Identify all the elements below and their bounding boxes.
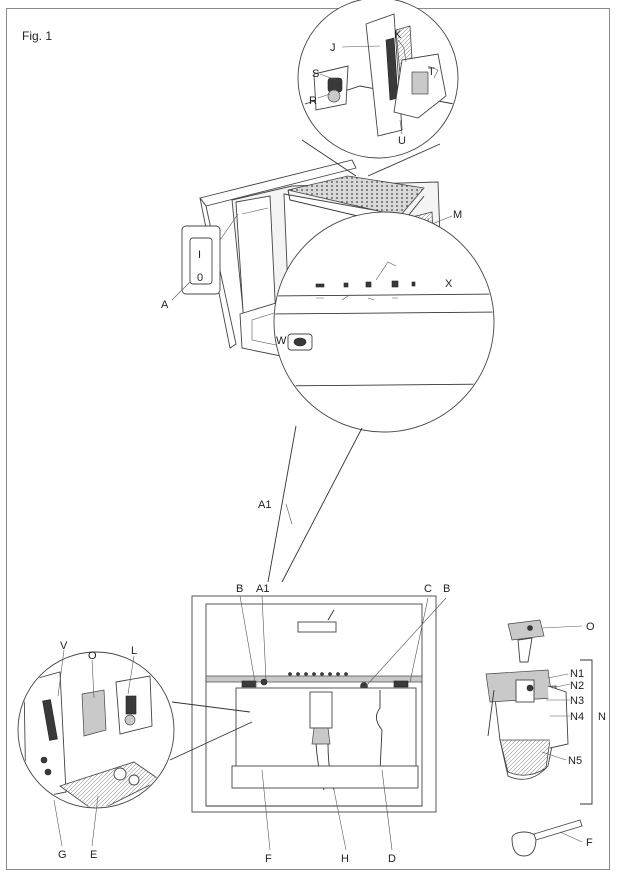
label-H: H — [341, 853, 349, 865]
display — [297, 621, 337, 633]
label-B-left: B — [236, 583, 243, 595]
detail-magnifier-top — [297, 0, 459, 177]
label-N4: N4 — [570, 711, 584, 723]
power-on-symbol: I — [198, 249, 201, 261]
bottom-leader-lines — [53, 503, 583, 851]
power-switch-callout: I 0 — [181, 213, 239, 295]
drip-tray-front — [231, 765, 419, 789]
label-A1-front: A1 — [256, 583, 269, 595]
label-W: W — [276, 335, 287, 347]
label-J: J — [330, 42, 336, 54]
label-L: L — [131, 645, 137, 657]
part-labels: J K S T R U M X A W A1 B A1 C B V O L G … — [58, 29, 606, 865]
control-button-icons — [315, 280, 416, 301]
control-panel-magnifier — [267, 211, 495, 583]
label-N: N — [598, 711, 606, 723]
control-panel-circle — [273, 211, 495, 433]
label-U: U — [398, 135, 406, 147]
inside-view-magnifier — [17, 651, 253, 809]
hot-water-outlet-D — [376, 690, 383, 771]
power-button-A1 — [287, 333, 313, 351]
figure-frame — [6, 8, 610, 870]
label-T: T — [428, 66, 435, 78]
label-V: V — [60, 640, 68, 652]
milk-container-N — [485, 669, 569, 780]
label-F-scoop: F — [586, 837, 593, 849]
label-O-part: O — [586, 621, 595, 633]
power-off-symbol: 0 — [197, 272, 203, 284]
coffee-outlet-H — [309, 691, 335, 791]
label-K: K — [394, 29, 402, 41]
label-N5: N5 — [568, 755, 582, 767]
milk-spout-O — [507, 619, 545, 663]
label-A: A — [161, 299, 169, 311]
label-G: G — [58, 849, 67, 861]
machine-front-view — [191, 595, 437, 813]
label-A1-detail: A1 — [258, 499, 271, 511]
label-N2: N2 — [570, 680, 584, 692]
label-F-front: F — [265, 853, 272, 865]
label-M: M — [453, 209, 462, 221]
label-C-front: C — [424, 583, 432, 595]
label-N1: N1 — [570, 668, 584, 680]
label-X: X — [445, 278, 453, 290]
bean-container-lid — [287, 175, 425, 217]
label-O-inset: O — [88, 650, 97, 662]
measuring-scoop-F — [511, 819, 583, 857]
label-R: R — [309, 95, 317, 107]
label-N3: N3 — [570, 695, 584, 707]
figure-title: Fig. 1 — [22, 29, 52, 43]
label-S: S — [312, 68, 319, 80]
label-D: D — [388, 853, 396, 865]
label-B-right: B — [443, 583, 450, 595]
bracket-N — [580, 659, 593, 805]
label-E: E — [90, 849, 97, 861]
